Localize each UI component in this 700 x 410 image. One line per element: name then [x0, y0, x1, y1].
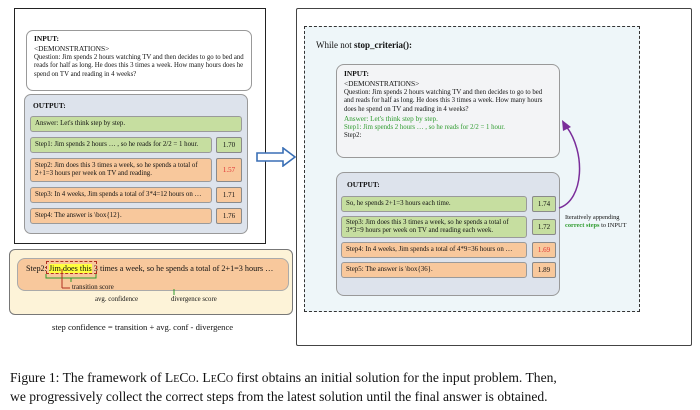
iterate-note-green: correct steps — [565, 222, 600, 229]
right-output-label: OUTPUT: — [347, 180, 380, 189]
left-demonstrations: <DEMONSTRATIONS> — [34, 44, 110, 53]
right-demonstrations: <DEMONSTRATIONS> — [344, 79, 420, 88]
left-step1-score: 1.70 — [216, 137, 242, 153]
caption-line1: Figure 1: The framework of LeCo. LeCo fi… — [10, 368, 700, 387]
caption-leco-1: LeCo — [164, 370, 196, 385]
right-step5-row: Step5: The answer is \box{36}. — [341, 262, 527, 278]
left-output-label: OUTPUT: — [33, 101, 66, 110]
left-step3-text: Step3: In 4 weeks, Jim spends a total of… — [35, 190, 202, 198]
right-step4-score: 1.69 — [532, 242, 556, 258]
left-step1-text: Step1: Jim spends 2 hours … , so he read… — [35, 140, 199, 148]
right-answer-text: Answer: Let's think step by step. — [344, 115, 438, 124]
caption-line2: we progressively collect the correct ste… — [10, 389, 548, 404]
detail-brackets — [45, 269, 175, 295]
left-answer-text: Answer: Let's think step by step. — [35, 119, 126, 127]
right-step2-text: Step2: — [344, 132, 362, 140]
figure-caption: Figure 1: The framework of LeCo. LeCo fi… — [10, 368, 700, 406]
detail-dashed-selection — [46, 261, 97, 274]
iterate-note-line1: Iteratively appending — [565, 214, 620, 221]
right-step4-row-text: Step4: In 4 weeks, Jim spends a total of… — [346, 245, 513, 253]
loop-label: While not — [316, 40, 354, 50]
caption-prefix: Figure 1: The framework of — [10, 370, 165, 385]
caption-line1-rest: first obtains an initial solution for th… — [233, 370, 557, 385]
left-input-box: INPUT: <DEMONSTRATIONS> Question: Jim sp… — [26, 30, 252, 91]
left-input-label: INPUT: — [34, 34, 59, 43]
left-step2-text: Step2: Jim does this 3 times a week, so … — [35, 161, 198, 177]
caption-leco-2: LeCo — [202, 370, 234, 385]
right-step3-row: Step3: Jim does this 3 times a week, so … — [341, 216, 527, 238]
formula-text: step confidence = transition + avg. conf… — [52, 322, 234, 332]
iterate-note-line2: correct steps to INPUT — [565, 222, 626, 230]
left-step2-row: Step2: Jim does this 3 times a week, so … — [30, 158, 212, 182]
detail-highlight: Jim does this — [48, 264, 92, 273]
right-input-box: INPUT: <DEMONSTRATIONS> Question: Jim sp… — [336, 64, 560, 158]
right-step2-score: 1.74 — [532, 196, 556, 212]
loop-header: While not stop_criteria(): — [316, 40, 412, 50]
right-question: Question: Jim spends 2 hours watching TV… — [344, 89, 543, 113]
right-step1-text: Step1: Jim spends 2 hours … , so he read… — [344, 123, 505, 131]
avg-confidence-bracket — [45, 274, 97, 279]
left-step2-score: 1.57 — [216, 158, 242, 182]
iterate-note-rest: to INPUT — [599, 222, 627, 229]
left-step4-row: Step4: The answer is \box{12}. — [30, 208, 212, 224]
left-answer-row: Answer: Let's think step by step. — [30, 116, 242, 132]
left-step4-score: 1.76 — [216, 208, 242, 224]
left-step1-row: Step1: Jim spends 2 hours … , so he read… — [30, 137, 212, 153]
right-step5-row-text: Step5: The answer is \box{36}. — [346, 265, 433, 273]
right-step5-score: 1.89 — [532, 262, 556, 278]
left-question: Question: Jim spends 2 hours watching TV… — [34, 54, 244, 78]
left-step3-row: Step3: In 4 weeks, Jim spends a total of… — [30, 187, 212, 203]
right-step3-score: 1.72 — [532, 219, 556, 235]
iterate-loop-arrow-icon — [558, 120, 581, 209]
left-step3-score: 1.71 — [216, 187, 242, 203]
detail-prefix: Step2: — [26, 264, 49, 273]
detail-step-line: Step2: Jim does this 3 times a week, so … — [26, 264, 273, 273]
detail-rest: 3 times a week, so he spends a total of … — [91, 264, 274, 273]
left-framework-frame — [14, 8, 266, 244]
avg-confidence-label: avg. confidence — [95, 296, 139, 303]
transition-score-label: transition score — [72, 284, 114, 291]
right-step2-row: So, he spends 2+1=3 hours each time. — [341, 196, 527, 212]
caption-dot: . — [195, 370, 203, 385]
divergence-score-label: divergence score — [171, 296, 217, 303]
iterate-note: Iteratively appending correct steps to I… — [565, 214, 626, 230]
right-input-label: INPUT: — [344, 69, 369, 78]
left-step4-text: Step4: The answer is \box{12}. — [35, 211, 122, 219]
transition-arrow-icon — [256, 147, 297, 167]
right-step2-row-text: So, he spends 2+1=3 hours each time. — [346, 199, 451, 207]
loop-condition: stop_criteria(): — [354, 40, 412, 50]
right-step4-row: Step4: In 4 weeks, Jim spends a total of… — [341, 242, 527, 258]
right-step3-row-text: Step3: Jim does this 3 times a week, so … — [346, 218, 509, 234]
